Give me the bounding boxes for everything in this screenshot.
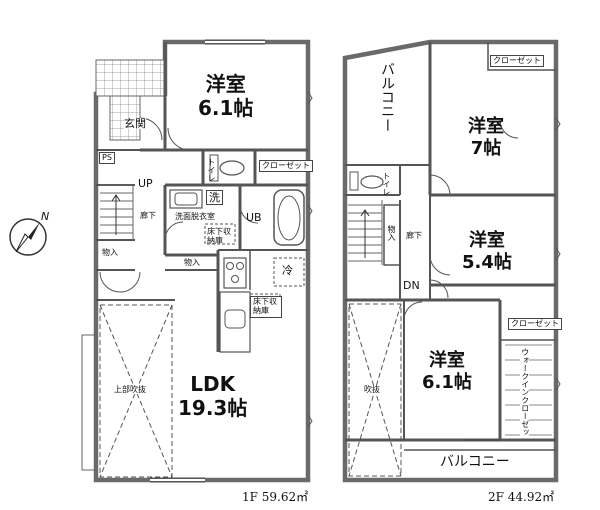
fridge-label: 冷: [282, 264, 293, 277]
floor1-western-room-label: 洋室 6.1帖: [198, 72, 254, 120]
room-7-label: 洋室 7帖: [468, 116, 504, 159]
balcony-vertical-label: バルコニー: [379, 62, 395, 132]
compass-north-label: N: [41, 210, 50, 223]
compass-icon: [9, 218, 47, 256]
floor1-hallway-label: 廊下: [140, 211, 156, 220]
floor2-storage-label: 物入: [387, 225, 396, 241]
floor1-toilet-label: トイレ: [207, 158, 216, 182]
floor1-storage-1-label: 物入: [102, 248, 118, 257]
floor2-open-ceiling-label: 吹抜: [364, 385, 380, 394]
ub-label: UB: [246, 211, 262, 224]
walk-in-closet-label: ウォークインクローゼット: [520, 348, 529, 436]
floor1-area-label: 1F 59.62㎡: [242, 490, 309, 504]
room-6-1-label: 洋室 6.1帖: [422, 350, 472, 393]
up-label: UP: [138, 177, 153, 190]
floor1-closet-label: クローゼット: [259, 160, 313, 172]
genkan-label: 玄関: [124, 117, 146, 130]
underfloor-storage-2-label: 床下収納庫: [250, 296, 282, 318]
closet-mid-label: クローゼット: [508, 318, 562, 330]
floor1-plan: [81, 39, 313, 483]
closet-top-label: クローゼット: [490, 55, 544, 67]
dn-label: DN: [403, 279, 420, 292]
washroom-label: 洗面脱衣室: [175, 212, 215, 221]
floor1-storage-2-label: 物入: [184, 258, 200, 267]
ldk-label: LDK 19.3帖: [178, 372, 248, 420]
floor2-area-label: 2F 44.92㎡: [488, 490, 555, 504]
underfloor-storage-1-label: 床下収納庫: [207, 227, 231, 245]
floor2-hallway-label: 廊下: [406, 231, 422, 240]
wash-mark-label: 洗: [206, 190, 223, 205]
ps-label: PS: [99, 152, 115, 164]
porch-tiles: [95, 59, 167, 97]
room-5-4-label: 洋室 5.4帖: [462, 230, 512, 273]
floor1-open-ceiling-label: 上部吹抜: [114, 385, 146, 394]
balcony-bottom-label: バルコニー: [440, 454, 510, 470]
floor2-outer-wall: [342, 39, 559, 483]
floor2-toilet-label: トイレ: [382, 172, 391, 196]
